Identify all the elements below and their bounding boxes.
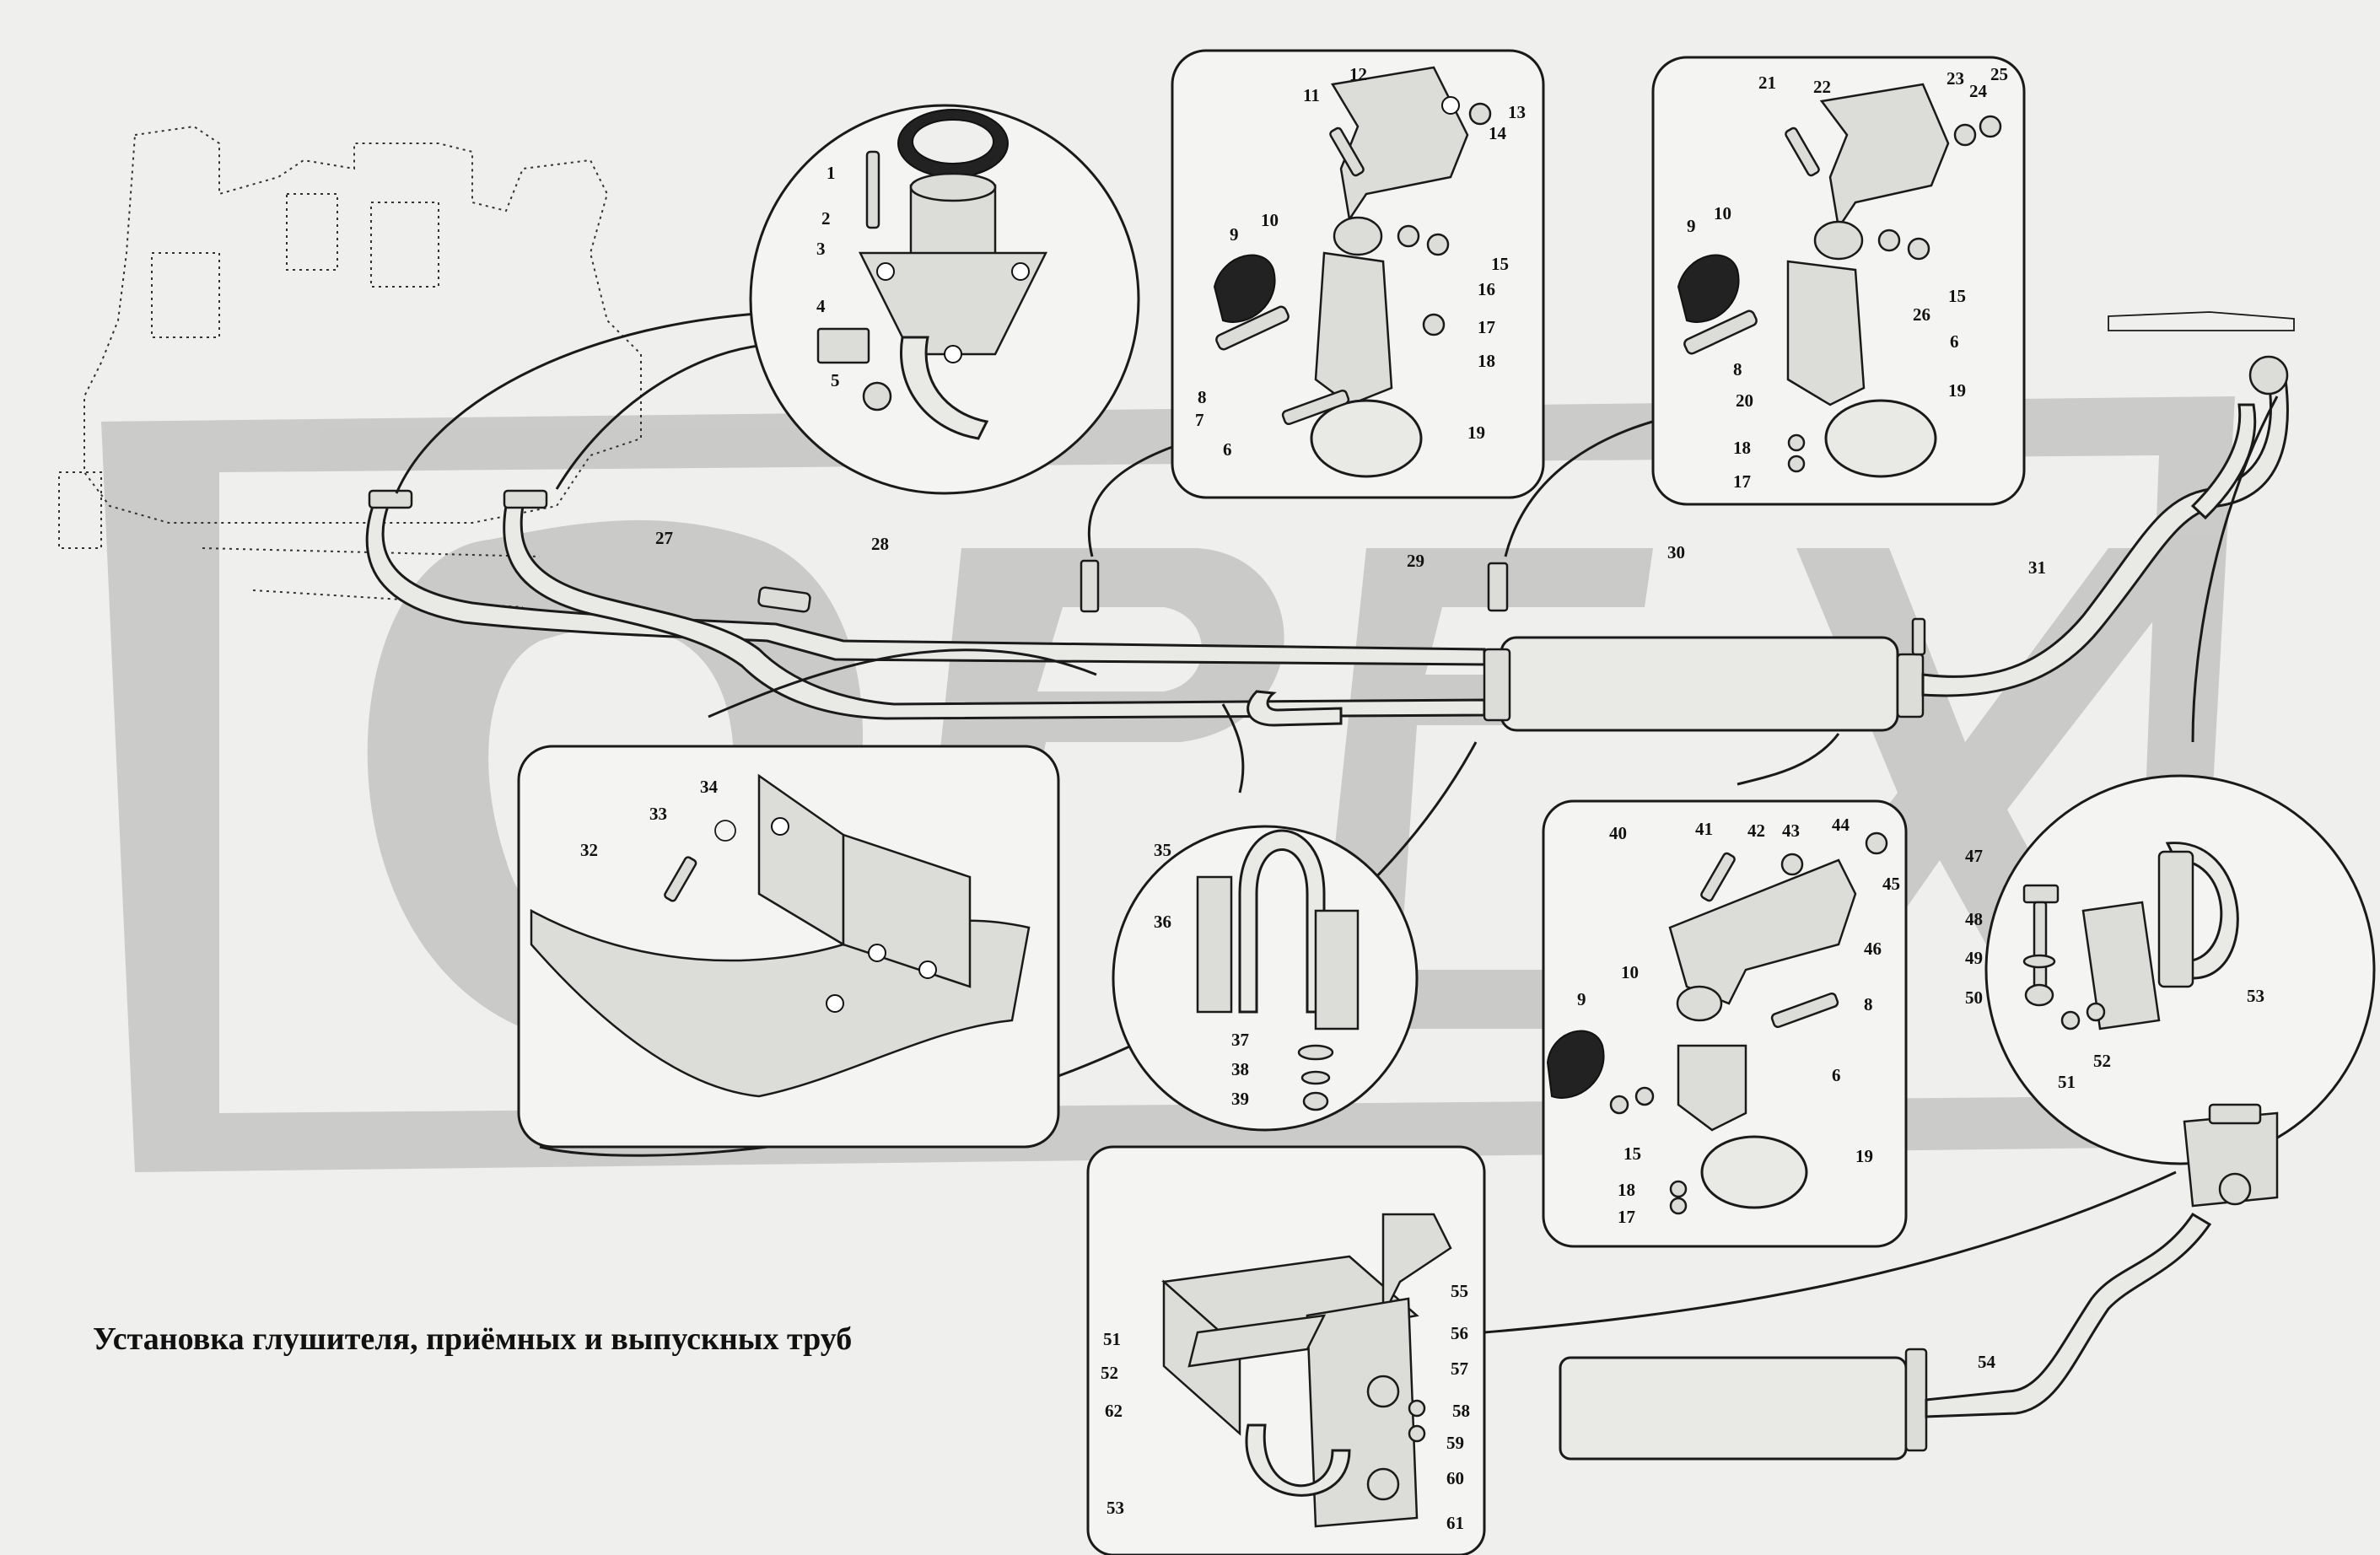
- label-17-a: 17: [1478, 317, 1495, 337]
- label-10-c: 10: [1621, 962, 1639, 982]
- label-19-c: 19: [1855, 1146, 1873, 1166]
- inset-flange: [749, 104, 1140, 495]
- inset-bracket-front: [1171, 49, 1545, 499]
- inset-heat-shield: [517, 745, 1060, 1149]
- label-31: 31: [2028, 557, 2046, 578]
- label-42: 42: [1747, 821, 1765, 841]
- label-20: 20: [1736, 390, 1753, 411]
- part-labels: 1 2 3 4 5 12 11 13 14 10 9 15 16 17 18 8…: [580, 64, 2264, 1533]
- label-21: 21: [1758, 73, 1776, 93]
- label-37: 37: [1231, 1030, 1249, 1050]
- label-53-b: 53: [1107, 1498, 1124, 1518]
- label-18-a: 18: [1478, 351, 1495, 371]
- label-22: 22: [1813, 77, 1831, 97]
- label-15-a: 15: [1491, 254, 1509, 274]
- label-32: 32: [580, 840, 598, 860]
- label-43: 43: [1782, 821, 1800, 841]
- label-48: 48: [1965, 909, 1983, 929]
- label-28: 28: [871, 534, 889, 554]
- label-11-a: 11: [1303, 85, 1320, 105]
- label-19-a: 19: [1467, 422, 1485, 443]
- label-36: 36: [1154, 912, 1171, 932]
- muffler: [1500, 636, 1899, 732]
- label-49: 49: [1965, 948, 1983, 968]
- label-30: 30: [1667, 542, 1685, 562]
- label-5: 5: [831, 370, 840, 390]
- label-50: 50: [1965, 987, 1983, 1008]
- label-61: 61: [1446, 1513, 1464, 1533]
- label-6-c: 6: [1832, 1065, 1841, 1085]
- label-10-a: 10: [1261, 210, 1279, 230]
- label-15-b: 15: [1948, 286, 1966, 306]
- label-10-b: 10: [1714, 203, 1731, 223]
- inset-tail-bracket: [1984, 774, 2376, 1165]
- label-23: 23: [1947, 68, 1964, 89]
- label-18-b: 18: [1733, 438, 1751, 458]
- label-52-a: 52: [2093, 1051, 2111, 1071]
- label-3: 3: [816, 239, 826, 259]
- exhaust-assembly: [365, 311, 2295, 732]
- label-8-b: 8: [1733, 359, 1742, 379]
- label-9-a: 9: [1230, 224, 1239, 245]
- label-27: 27: [655, 528, 673, 548]
- diagram-title: Установка глушителя, приёмных и выпускны…: [93, 1321, 852, 1357]
- label-51-a: 51: [2058, 1072, 2076, 1092]
- label-45: 45: [1882, 874, 1900, 894]
- inset-bracket-rear: [1651, 56, 2026, 506]
- label-1: 1: [827, 163, 836, 183]
- label-2: 2: [821, 208, 831, 229]
- label-26: 26: [1913, 304, 1930, 325]
- label-47: 47: [1965, 846, 1983, 866]
- label-25: 25: [1990, 64, 2008, 84]
- label-9-b: 9: [1687, 216, 1696, 236]
- label-52-b: 52: [1101, 1363, 1118, 1383]
- label-38: 38: [1231, 1059, 1249, 1079]
- label-14-a: 14: [1489, 123, 1507, 143]
- label-6-a: 6: [1223, 439, 1232, 460]
- label-54: 54: [1978, 1352, 1996, 1372]
- label-15-c: 15: [1623, 1143, 1641, 1164]
- label-6-b: 6: [1950, 331, 1959, 352]
- label-57: 57: [1451, 1359, 1468, 1379]
- label-55: 55: [1451, 1281, 1468, 1301]
- label-4: 4: [816, 296, 826, 316]
- label-29: 29: [1407, 551, 1424, 571]
- label-7-a: 7: [1195, 410, 1204, 430]
- label-9-c: 9: [1577, 989, 1586, 1009]
- label-62: 62: [1105, 1401, 1123, 1421]
- label-59: 59: [1446, 1433, 1464, 1453]
- inset-muffler-bracket: [1542, 799, 1908, 1248]
- label-53-a: 53: [2247, 986, 2264, 1006]
- label-51-b: 51: [1103, 1329, 1121, 1349]
- label-58: 58: [1452, 1401, 1470, 1421]
- label-18-c: 18: [1618, 1180, 1635, 1200]
- label-46: 46: [1864, 939, 1882, 959]
- inset-support: [1086, 1145, 1486, 1555]
- label-19-b: 19: [1948, 380, 1966, 401]
- label-40: 40: [1609, 823, 1627, 843]
- label-8-a: 8: [1198, 387, 1207, 407]
- label-56: 56: [1451, 1323, 1468, 1343]
- rear-assembly: [1559, 1103, 2279, 1461]
- label-24: 24: [1969, 81, 1988, 101]
- label-33: 33: [649, 804, 667, 824]
- label-17-b: 17: [1733, 471, 1751, 492]
- label-17-c: 17: [1618, 1207, 1635, 1227]
- inset-u-clamp: [1112, 825, 1419, 1132]
- label-39: 39: [1231, 1089, 1249, 1109]
- label-34: 34: [700, 777, 719, 797]
- label-12-a: 12: [1349, 64, 1367, 84]
- label-60: 60: [1446, 1468, 1464, 1488]
- label-41: 41: [1695, 819, 1713, 839]
- label-35: 35: [1154, 840, 1171, 860]
- label-16-a: 16: [1478, 279, 1495, 299]
- label-8-c: 8: [1864, 994, 1873, 1014]
- label-44: 44: [1832, 815, 1850, 835]
- label-13-a: 13: [1508, 102, 1526, 122]
